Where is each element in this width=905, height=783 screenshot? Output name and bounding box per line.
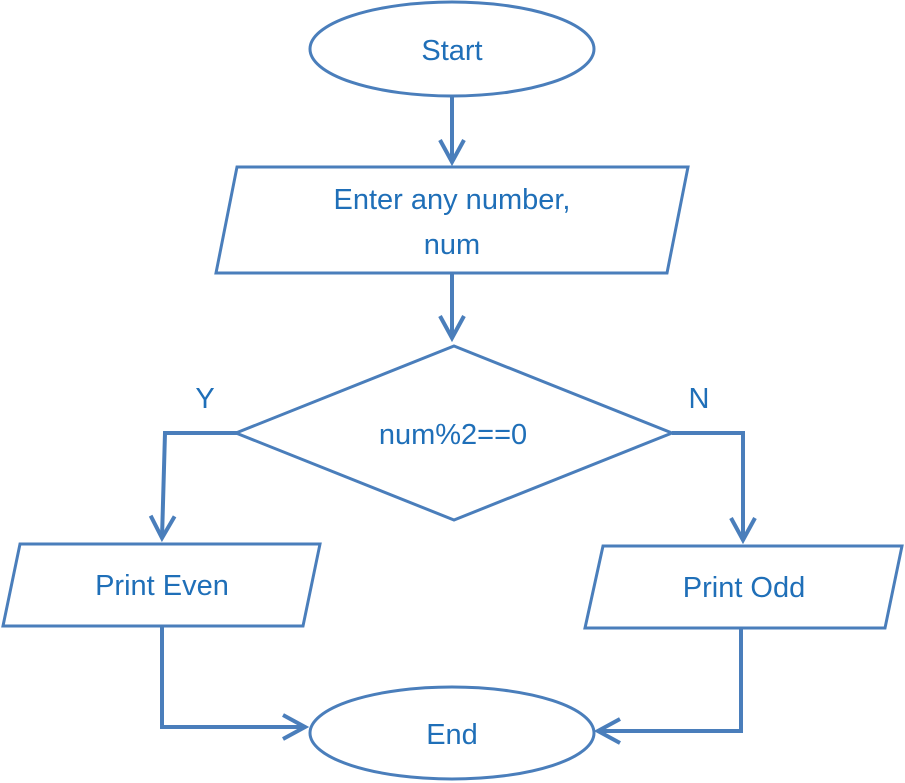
decision-diamond: [231, 344, 677, 522]
print-odd-parallelogram: [583, 544, 904, 630]
print-even-label: Print Even: [95, 570, 229, 602]
branch-yes-label: Y: [195, 383, 214, 415]
arrow-even-to-end: [160, 626, 305, 727]
branch-no-label: N: [689, 383, 710, 415]
input-label-line2: num: [424, 229, 480, 261]
end-label: End: [426, 719, 478, 751]
arrow-decision-yes-to-even: [162, 431, 238, 538]
end-terminator: [308, 685, 596, 781]
print-odd-label: Print Odd: [683, 572, 806, 604]
print-even-parallelogram: [1, 542, 322, 628]
start-label: Start: [421, 35, 482, 67]
arrow-odd-to-end: [598, 628, 743, 731]
start-terminator: [308, 0, 596, 98]
arrow-decision-no-to-odd: [672, 431, 743, 540]
input-label-line1: Enter any number,: [334, 184, 571, 216]
decision-label: num%2==0: [379, 419, 527, 451]
input-parallelogram: [214, 165, 690, 275]
